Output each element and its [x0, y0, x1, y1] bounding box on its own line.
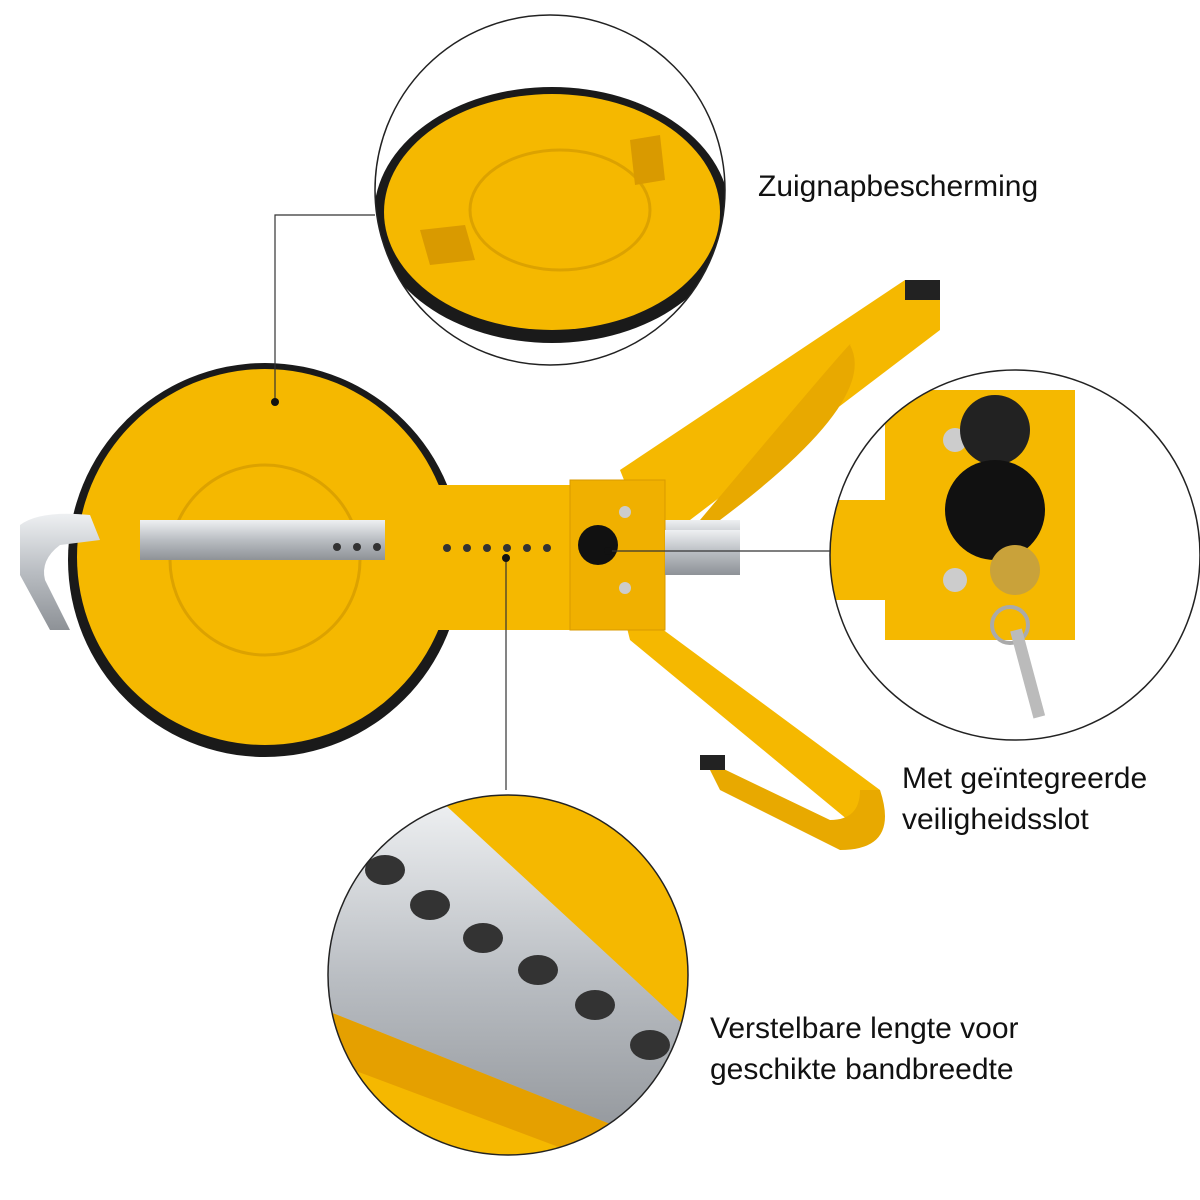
label-lock-line2: veiligheidsslot — [902, 803, 1089, 836]
callout-lines — [274, 214, 830, 790]
clamp-lower-arm — [620, 600, 885, 850]
label-length-line2: geschikte bandbreedte — [710, 1053, 1014, 1086]
detail-circle-cover — [375, 15, 725, 365]
adjustable-bar — [20, 479, 740, 631]
detail-circle-bar — [328, 795, 688, 1155]
label-length-line1: Verstelbare lengte voor — [710, 1012, 1019, 1045]
label-suction-cup-cover: Zuignapbescherming — [758, 170, 1039, 203]
label-adjustable-length: Verstelbare lengte voor geschikte bandbr… — [710, 1008, 1019, 1090]
label-integrated-lock: Met geïntegreerde veiligheidsslot — [902, 758, 1147, 840]
detail-circle-lock — [830, 370, 1200, 740]
clamp-upper-arm — [620, 280, 940, 520]
label-lock-line1: Met geïntegreerde — [902, 762, 1148, 795]
